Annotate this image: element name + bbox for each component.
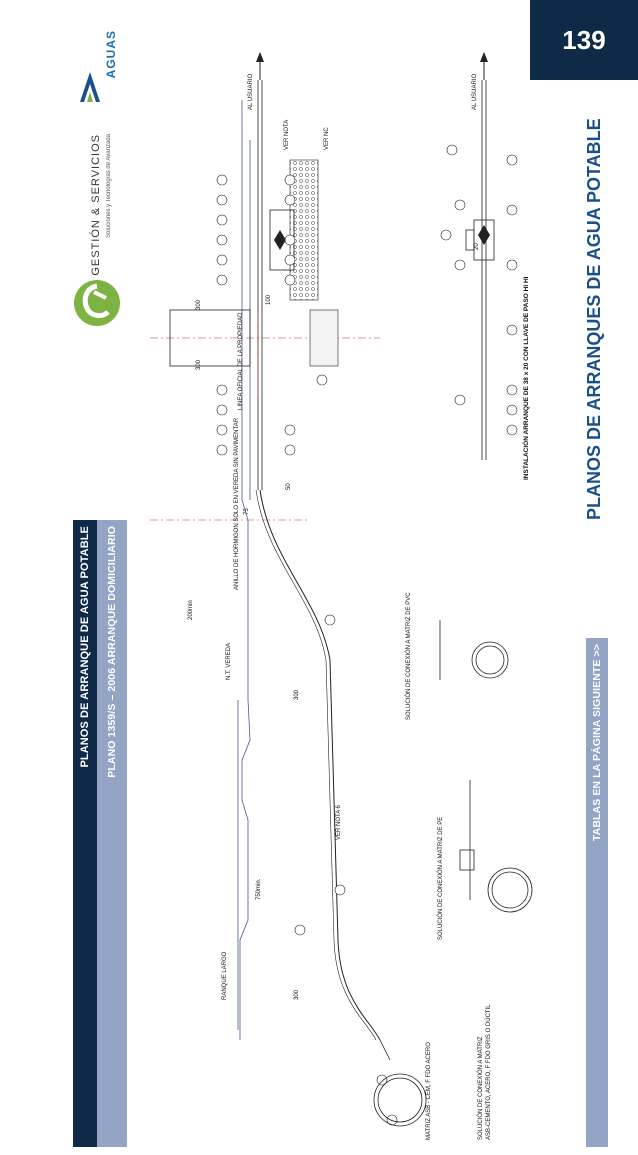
- label-ver-nota: VER NOTA: [284, 120, 290, 150]
- aguas-wordmark: AGUAS: [104, 30, 118, 79]
- dim-300c: 300: [294, 689, 300, 700]
- label-200min: 200min: [188, 600, 194, 620]
- gs-tagline: Soluciones y Tecnologías de Avanzada: [106, 134, 112, 238]
- header-title-text: PLANOS DE ARRANQUE DE AGUA POTABLE: [79, 526, 91, 768]
- label-ver-nc: VER NC: [324, 127, 330, 150]
- matrix-section: [373, 1039, 427, 1127]
- installation-flow-arrow: [478, 225, 490, 245]
- gravel-box: [289, 159, 319, 301]
- dim-300b: 300: [196, 359, 202, 370]
- label-linea-oficial: LINEA OFICIAL DE LA PROPIEDAD: [238, 312, 244, 410]
- aguas-logo-mark: [80, 72, 100, 102]
- label-instalacion: INSTALACIÓN ARRANQUE DE 38 x 20 CON LLAV…: [521, 276, 530, 480]
- gs-name: GESTIÓN & SERVICIOS: [90, 134, 102, 276]
- header-subtitle-text: PLANO 1359/S – 2006 ARRANQUE DOMICILIARI…: [106, 526, 118, 778]
- dim-75: 75: [244, 508, 250, 515]
- label-750min: 750min.: [256, 878, 262, 900]
- label-sol-pe: SOLUCIÓN DE CONEXIÓN A MATRIZ DE PE: [437, 817, 444, 940]
- technical-drawing: AL USUARIO VER NOTA VER NC LINEA OFICIAL…: [150, 52, 533, 1140]
- label-sol-pvc: SOLUCIÓN DE CONEXIÓN A MATRIZ DE PVC: [405, 592, 412, 720]
- label-nt-vereda: N.T. VEREDA: [226, 643, 232, 680]
- dim-300d: 300: [294, 989, 300, 1000]
- callouts-upper: [216, 174, 398, 1126]
- header-band-title: PLANOS DE ARRANQUE DE AGUA POTABLE: [73, 520, 97, 1147]
- installation-detail: [465, 80, 495, 460]
- label-ver-nota6: VER NOTA 6: [336, 804, 342, 840]
- label-sol-asb-1: SOLUCIÓN DE CONEXIÓN A MATRIZ: [477, 1036, 484, 1140]
- callouts-installation: [440, 144, 518, 436]
- page-number: 139: [530, 0, 638, 80]
- label-anillo-1: ANILLO DE HORMIGON SOLO EN VEREDA SIN PA…: [234, 417, 240, 590]
- label-matriz: MATRIZ ASB - CEM, F FDO ACERO: [426, 1042, 432, 1140]
- curved-pipe: [259, 489, 381, 1041]
- installation-arrow: [480, 52, 488, 80]
- concrete-block: [309, 309, 339, 367]
- aguas-logo: AGUAS: [78, 30, 128, 110]
- dim-100: 100: [266, 294, 272, 305]
- flow-arrow-top: [256, 52, 264, 80]
- label-ranque-largo: RANQUE LARGO: [222, 951, 228, 1000]
- label-sol-asb-2: ASB-CEMENTO, ACERO, F FDO GRIS O DÚCTIL: [485, 1004, 492, 1140]
- gs-logo: GESTIÓN & SERVICIOS Soluciones y Tecnolo…: [60, 130, 130, 330]
- header-band-subtitle: PLANO 1359/S – 2006 ARRANQUE DOMICILIARI…: [97, 520, 127, 1147]
- dim-20: 20: [474, 243, 480, 250]
- label-al-usuario-2: AL USUARIO: [472, 74, 478, 110]
- meter-arrow: [274, 230, 286, 250]
- gs-logo-mark: [74, 280, 120, 326]
- dim-300a: 300: [196, 299, 202, 310]
- dim-50: 50: [286, 483, 292, 490]
- pvc-connection-detail: [439, 620, 509, 680]
- pe-connection-detail: [459, 780, 533, 913]
- footer-band: TABLAS EN LA PÁGINA SIGUIENTE >>: [586, 638, 608, 1147]
- label-al-usuario-1: AL USUARIO: [248, 74, 254, 110]
- main-pipe-upper: [257, 80, 263, 490]
- property-wall: [169, 309, 251, 367]
